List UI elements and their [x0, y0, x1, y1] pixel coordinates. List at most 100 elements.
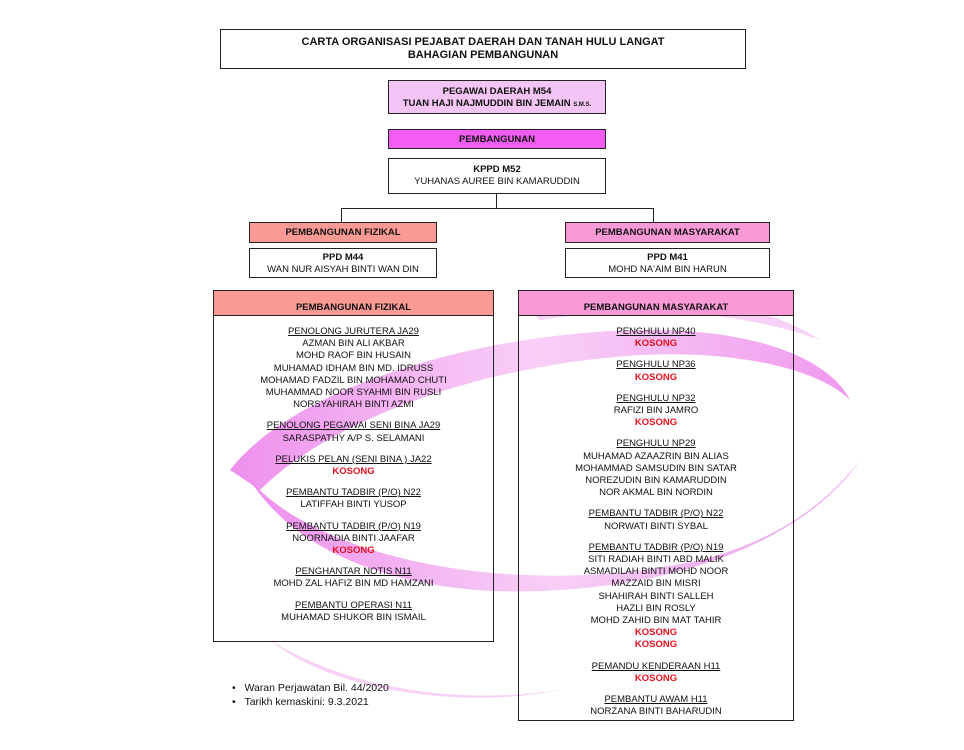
kosong-vacancy-label: KOSONG	[634, 371, 678, 383]
chart-title-line2: BAHAGIAN PEMBANGUNAN	[407, 49, 559, 61]
kosong-vacancy-label: KOSONG	[634, 338, 678, 350]
kppd-title: KPPD M52	[473, 164, 521, 175]
kppd-box: KPPD M52 YUHANAS AUREE BIN KAMARUDDIN	[388, 158, 606, 194]
staff-name: MOHD ZAHID BIN MAT TAHIR	[590, 615, 722, 627]
staff-group-title: PEMBANTU AWAM H11	[604, 694, 708, 706]
fizikal-panel-header-label: PEMBANGUNAN FIZIKAL	[295, 302, 412, 313]
staff-group-title: PEMANDU KENDERAAN H11	[591, 660, 721, 672]
masyarakat-panel-header: PEMBANGUNAN MASYARAKAT	[519, 291, 793, 316]
staff-name: NOREZUDIN BIN KAMARUDDIN	[585, 475, 727, 487]
pegawai-daerah-suffix: S.M.S.	[573, 102, 592, 108]
staff-name: RAFIZI BIN JAMRO	[613, 405, 699, 417]
staff-name: ASMADILAH BINTI MOHD NOOR	[583, 566, 729, 578]
staff-group-title: PENOLONG JURUTERA JA29	[288, 326, 419, 337]
ppd-masyarakat-name: MOHD NA'AIM BIN HARUN	[608, 264, 727, 275]
connector-left-drop	[341, 208, 342, 222]
staff-name: MAZZAID BIN MISRI	[611, 578, 701, 590]
ppd-fizikal-title: PPD M44	[322, 252, 364, 263]
connector-horizontal	[341, 208, 654, 209]
staff-name: LATIFFAH BINTI YUSOP	[300, 499, 407, 511]
staff-name: HAZLI BIN ROSLY	[616, 602, 696, 614]
note-tarikh: Tarikh kemaskini: 9.3.2021	[244, 696, 369, 708]
kosong-vacancy-label: KOSONG	[634, 627, 678, 639]
staff-group-title: PENGHULU NP32	[616, 392, 696, 404]
ppd-fizikal-name: WAN NUR AISYAH BINTI WAN DIN	[267, 264, 419, 275]
staff-name: MOHAMAD FADZIL BIN MOHAMAD CHUTI	[260, 374, 447, 386]
staff-name: MOHD RAOF BIN HUSAIN	[295, 350, 412, 362]
staff-name: MUHAMAD SHUKOR BIN ISMAIL	[281, 611, 426, 623]
staff-group-title: PEMBANTU TADBIR (P/O) N22	[286, 487, 421, 499]
chart-title-line1: CARTA ORGANISASI PEJABAT DAERAH DAN TANA…	[301, 36, 665, 48]
kosong-vacancy-label: KOSONG	[634, 639, 678, 651]
staff-name: NORZANA BINTI BAHARUDIN	[590, 706, 722, 718]
staff-group-title: PELUKIS PELAN (SENI BINA ) JA22	[275, 453, 432, 465]
chart-title-box: CARTA ORGANISASI PEJABAT DAERAH DAN TANA…	[220, 29, 746, 69]
staff-name: SARASPATHY A/P S. SELAMANI	[282, 432, 425, 444]
pembangunan-fizikal-label: PEMBANGUNAN FIZIKAL	[285, 227, 401, 238]
bullet-icon: •	[232, 682, 236, 694]
staff-name: SITI RADIAH BINTI ABD MALIK	[588, 554, 724, 566]
staff-name: MUHAMAD AZAAZRIN BIN ALIAS	[583, 450, 729, 462]
staff-group-title: PEMBANTU TADBIR (P/O) N19	[588, 541, 724, 553]
masyarakat-panel: PEMBANGUNAN MASYARAKAT	[518, 290, 794, 721]
kosong-vacancy-label: KOSONG	[634, 672, 678, 684]
staff-group-title: PEMBANTU TADBIR (P/O) N22	[588, 508, 724, 520]
bullet-icon: •	[232, 696, 236, 708]
ppd-fizikal-box: PPD M44 WAN NUR AISYAH BINTI WAN DIN	[249, 248, 437, 278]
staff-group-title: PENOLONG PEGAWAI SENI BINA JA29	[266, 420, 441, 432]
staff-name: SHAHIRAH BINTI SALLEH	[598, 590, 714, 602]
staff-group-title: PEMBANTU TADBIR (P/O) N19	[286, 520, 421, 532]
connector-right-drop	[653, 208, 654, 222]
kosong-vacancy-label: KOSONG	[332, 545, 375, 557]
pegawai-daerah-name: TUAN HAJI NAJMUDDIN BIN JEMAIN	[402, 98, 571, 109]
pegawai-daerah-box: PEGAWAI DAERAH M54 TUAN HAJI NAJMUDDIN B…	[388, 80, 606, 114]
staff-name: MUHAMAD IDHAM BIN MD. IDRUSS	[273, 362, 434, 374]
kppd-name: YUHANAS AUREE BIN KAMARUDDIN	[414, 176, 580, 187]
staff-name: MOHD ZAL HAFIZ BIN MD HAMZANI	[273, 578, 434, 590]
staff-name: NORSYAHIRAH BINTI AZMI	[293, 399, 414, 411]
notes-list: • Waran Perjawatan Bil. 44/2020 • Tarikh…	[232, 681, 389, 709]
ppd-masyarakat-box: PPD M41 MOHD NA'AIM BIN HARUN	[565, 248, 770, 278]
pembangunan-fizikal-box: PEMBANGUNAN FIZIKAL	[249, 222, 437, 243]
staff-name: NOR AKMAL BIN NORDIN	[599, 487, 713, 499]
pembangunan-masyarakat-box: PEMBANGUNAN MASYARAKAT	[565, 222, 770, 243]
staff-group-title: PENGHANTAR NOTIS N11	[295, 566, 412, 578]
note-waran: Waran Perjawatan Bil. 44/2020	[244, 682, 389, 694]
staff-name: MOHAMMAD SAMSUDIN BIN SATAR	[575, 462, 737, 474]
staff-group-title: PEMBANTU OPERASI N11	[294, 599, 413, 611]
staff-name: MUHAMMAD NOOR SYAHMI BIN RUSLI	[265, 387, 442, 399]
staff-group-title: PENGHULU NP36	[616, 359, 696, 371]
note-item: • Waran Perjawatan Bil. 44/2020	[232, 681, 389, 695]
staff-name: NORWATI BINTI SYBAL	[604, 520, 708, 532]
fizikal-panel-header: PEMBANGUNAN FIZIKAL	[214, 291, 493, 316]
connector-vertical-top	[496, 194, 497, 208]
fizikal-panel: PEMBANGUNAN FIZIKAL	[213, 290, 494, 642]
staff-name: AZMAN BIN ALI AKBAR	[302, 338, 405, 350]
pembangunan-masyarakat-label: PEMBANGUNAN MASYARAKAT	[595, 227, 740, 238]
pembangunan-label: PEMBANGUNAN	[459, 134, 535, 145]
note-item: • Tarikh kemaskini: 9.3.2021	[232, 695, 389, 709]
kosong-vacancy-label: KOSONG	[634, 417, 678, 429]
staff-group-title: PENGHULU NP40	[616, 326, 696, 337]
pembangunan-box: PEMBANGUNAN	[388, 129, 606, 149]
ppd-masyarakat-title: PPD M41	[647, 252, 688, 263]
pegawai-daerah-title: PEGAWAI DAERAH M54	[442, 86, 552, 97]
kosong-vacancy-label: KOSONG	[332, 466, 375, 478]
staff-group-title: PENGHULU NP29	[616, 438, 696, 450]
